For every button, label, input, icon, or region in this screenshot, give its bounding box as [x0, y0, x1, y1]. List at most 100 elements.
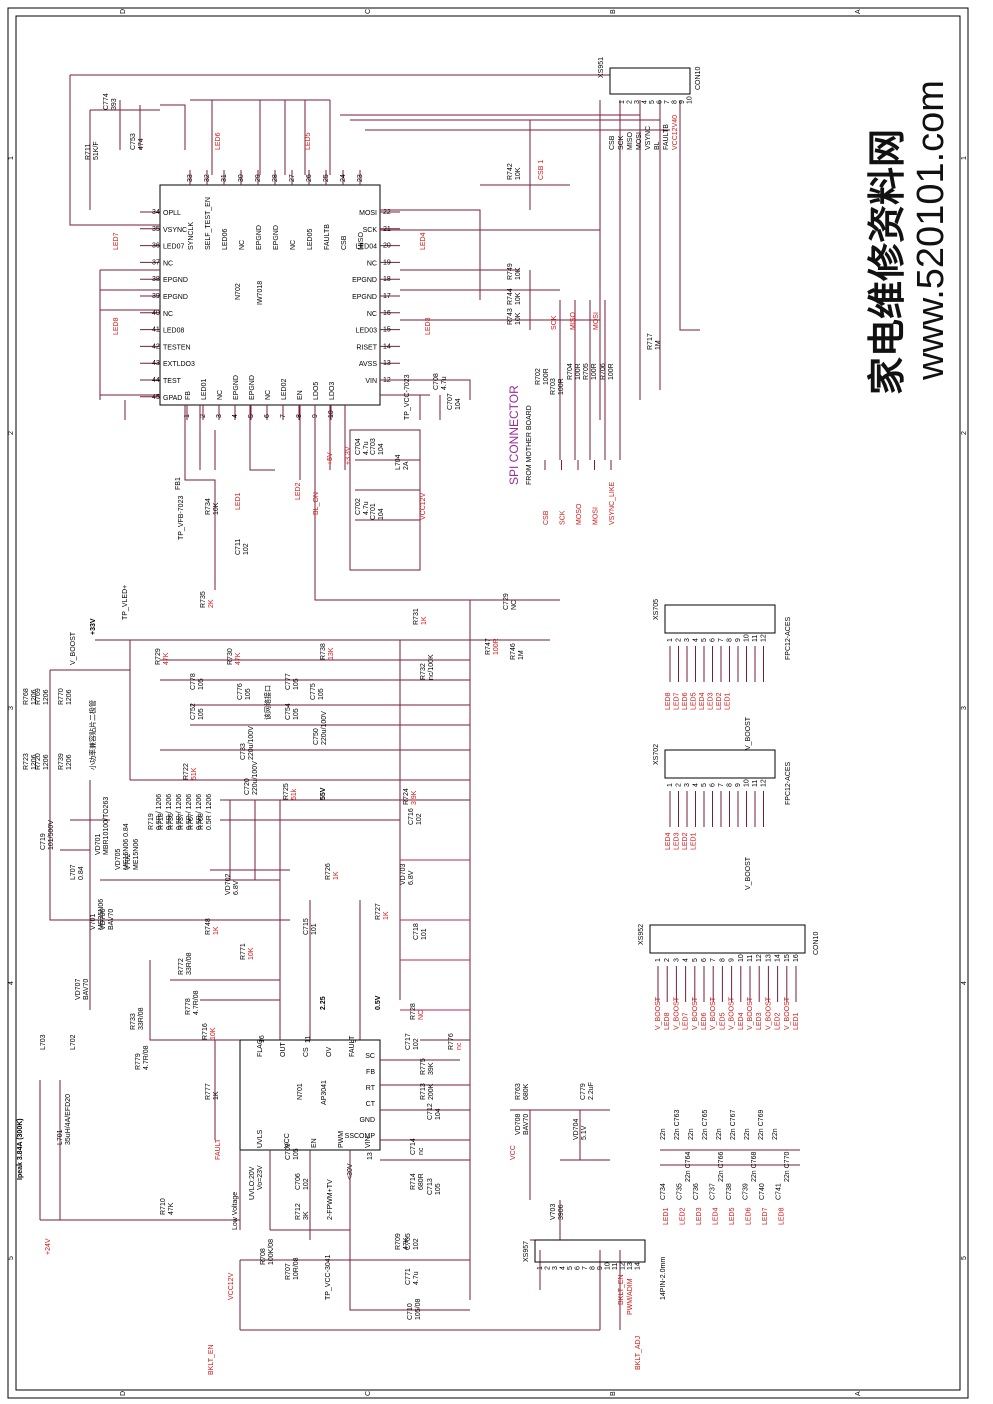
- boost-comp-ref-4: R746: [510, 643, 517, 660]
- xs957-pwm: PWM/ADIM: [627, 1278, 634, 1315]
- boost-comp-val-37: ME15N06: [133, 839, 140, 870]
- xs705-pin-7: 7: [718, 638, 725, 642]
- net-3v3: +3.3V: [345, 446, 352, 465]
- n702-pin-num-2: 2: [200, 414, 207, 418]
- n701-comp-ref-18: R708: [260, 1248, 267, 1265]
- boost-comp-ref-53: R778: [185, 998, 192, 1015]
- n701-comp-val-13: 102: [303, 1178, 310, 1190]
- n702-comp-ref-9: R703: [550, 378, 557, 395]
- net-vcc12v: VCC12V: [420, 492, 427, 520]
- boost-comp-val-34: 0.5R / 1206: [196, 794, 203, 830]
- n701-comp-val-15: 47K: [168, 1202, 175, 1215]
- boost-comp-val-18: 51K: [191, 767, 198, 780]
- xs951-signal-7: VCC12V40: [672, 115, 679, 150]
- boost-comp-val-55: 102: [413, 1038, 420, 1050]
- boost-wiring: [39, 599, 560, 1230]
- boost-comp-val-11: 105: [293, 678, 300, 690]
- n702-pin-num-28: 28: [272, 174, 279, 182]
- n702-pin-name-37: NC: [163, 260, 173, 267]
- n702-comp-val-19: 104: [378, 508, 385, 520]
- n702-comp-ref-11: R705: [583, 363, 590, 380]
- net-bklt-en: BKLT_EN: [208, 1344, 215, 1375]
- n702-pin-name-44: TEST: [163, 378, 182, 385]
- n702-pin-num-24: 24: [340, 174, 347, 182]
- n701-pin-name-6: FB: [366, 1069, 375, 1076]
- n702-pin-num-36: 36: [152, 243, 160, 250]
- n702-pin-num-34: 34: [152, 209, 160, 216]
- boost-comp-ref-58: L703: [40, 1034, 47, 1050]
- note-55v: 55V: [320, 787, 327, 800]
- boost-comp-val-44: 1K: [213, 926, 220, 935]
- boost-comp-val-8: nc/100K: [428, 654, 435, 680]
- n701-comp-val-3: 104: [435, 1108, 442, 1120]
- n701-comp-ref-21: C710: [407, 1303, 414, 1320]
- n701-comp-val-16: 47K: [403, 1237, 410, 1250]
- n702-comp-ref-4: R749: [507, 263, 514, 280]
- n702-pin-name-18: EPGND: [352, 277, 377, 284]
- n701-comp-val-2: 200K: [428, 1083, 435, 1100]
- xs705-pin-9: 9: [735, 638, 742, 642]
- boost-comp-val-13: 105: [198, 708, 205, 720]
- tp-vfb-7023: TP_VFB-7023: [178, 496, 185, 540]
- cap-mid-2: 22n C768: [751, 1152, 758, 1182]
- n701-nets: FAULT VCC VCC12V +24V BKLT_EN BKLT_ADJ T…: [45, 1138, 642, 1375]
- n701-comp-ref-15: R710: [160, 1198, 167, 1215]
- n702-comp-val-3: 10K: [515, 167, 522, 180]
- title-note: Ipeak 3.84A (300K): [17, 1118, 24, 1180]
- xs951-signal-0: CSB: [609, 135, 616, 150]
- net-5v: +5V: [327, 452, 334, 465]
- n701-comp-val-10: 105: [435, 1183, 442, 1195]
- n701-comp-ref-3: C712: [427, 1103, 434, 1120]
- boost-comp-ref-43: VD706: [100, 908, 107, 930]
- boost-comp-ref-30: R719: [148, 813, 155, 830]
- xs702-pin-3: 3: [684, 783, 691, 787]
- xs951-ref: XS951: [598, 57, 605, 78]
- n702-pin-name-16: NC: [367, 311, 377, 318]
- xs957-pin-7: 7: [582, 1266, 589, 1270]
- n701-comp-ref-9: R714: [410, 1173, 417, 1190]
- n701-comp-val-8: nc: [418, 1147, 425, 1155]
- boost-comp-val-28: 101/500V: [48, 820, 55, 850]
- n702-pin-num-6: 6: [264, 414, 271, 418]
- xs952-ref: XS952: [638, 924, 645, 945]
- xs705-pin-3: 3: [684, 638, 691, 642]
- n702-comp-val-13: 4.7u: [441, 376, 448, 390]
- boost-comp-ref-18: R722: [183, 763, 190, 780]
- boost-comp-val-19: 51k: [291, 788, 298, 800]
- xs702-ref: XS702: [653, 744, 660, 765]
- n702-pin-num-37: 37: [152, 259, 160, 266]
- n702-pin-name-25: FAULTB: [324, 224, 331, 250]
- xs952-sig-9: LED4: [738, 1012, 745, 1030]
- n702-pin-num-32: 32: [204, 174, 211, 182]
- xs952-pin-16: 16: [793, 954, 800, 962]
- n701-comp-val-21: 105/08: [415, 1298, 422, 1320]
- n702-pin-num-15: 15: [383, 327, 391, 334]
- n702-comp-val-10: 100R: [575, 363, 582, 380]
- row-marker-left-4: 4: [8, 981, 15, 985]
- n701-pin-num-4: 9: [351, 1039, 358, 1043]
- n701-comp-val-7: 5.1V: [581, 1125, 588, 1140]
- net-fault: FAULT: [215, 1138, 222, 1160]
- cap-top-7: 22n C769: [758, 1110, 765, 1140]
- n702-comp-val-8: 100R: [543, 368, 550, 385]
- n702-comp-ref-10: R704: [567, 363, 574, 380]
- n702-pin-name-35: VSYNC: [163, 227, 187, 234]
- note-33v: +33V: [90, 618, 97, 635]
- n702-comp-ref-0: C774: [103, 93, 110, 110]
- watermark-url: www.520101.com: [910, 80, 952, 381]
- spi-title: SPI CONNECTOR: [507, 385, 521, 485]
- boost-comp-val-26: 1206: [43, 754, 50, 770]
- boost-comp-ref-21: C716: [408, 808, 415, 825]
- n702-pin-num-40: 40: [152, 310, 160, 317]
- xs702-sig-2: LED2: [682, 832, 689, 850]
- watermark: 家电维修资料网 www.520101.com: [867, 80, 952, 395]
- n702-comp-val-9: 100R: [558, 378, 565, 395]
- boost-comp-ref-45: C715: [303, 918, 310, 935]
- n702-pin-num-31: 31: [221, 174, 228, 182]
